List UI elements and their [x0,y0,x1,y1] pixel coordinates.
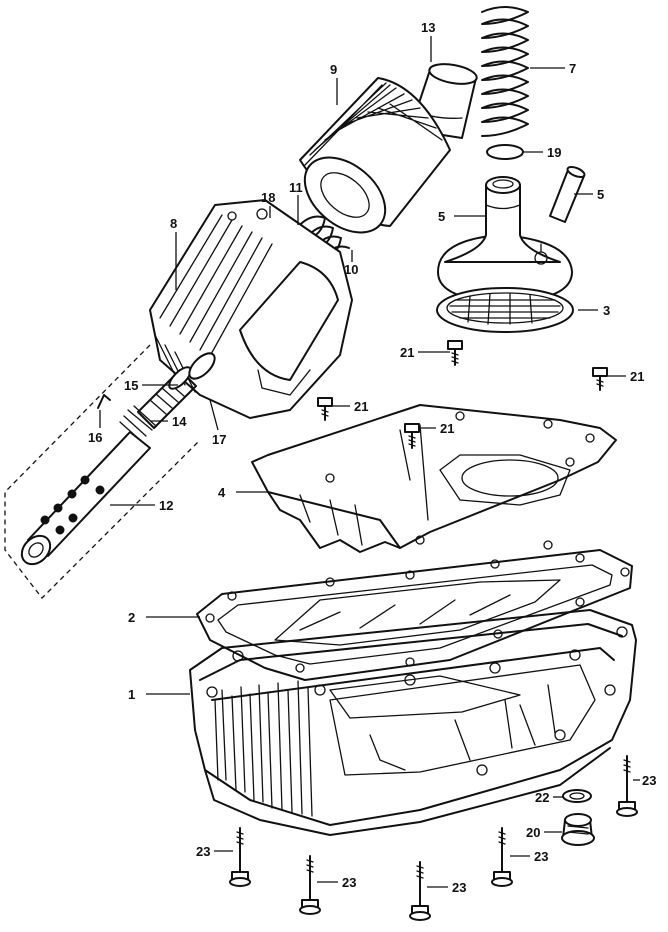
pan-gasket [196,549,633,681]
callout-14: 14 [172,414,187,429]
callout-23-b: 23 [342,875,356,890]
callout-3: 3 [603,303,610,318]
callout-19: 19 [547,145,561,160]
relief-spring [481,6,529,137]
callout-8: 8 [170,216,177,231]
callout-1: 1 [128,687,135,702]
bolts-23 [229,755,638,921]
callout-15: 15 [124,378,138,393]
callout-7: 7 [569,61,576,76]
callout-23-d: 23 [534,849,548,864]
callout-16: 16 [88,430,102,445]
callout-5-strainer: 5 [438,209,445,224]
callout-17: 17 [212,432,226,447]
callout-18: 18 [261,190,275,205]
callout-13: 13 [421,20,435,35]
leader-lines [99,36,640,888]
baffle-plate [251,404,617,553]
drain-washer-hole [569,792,585,800]
callout-11: 11 [289,180,303,195]
callout-23-e: 23 [642,773,656,788]
center-bolt [20,352,216,566]
callout-21-b: 21 [630,369,644,384]
callout-5-pin: 5 [597,187,604,202]
callout-labels: 1 2 3 4 5 5 7 8 9 10 11 12 13 14 15 16 1… [88,20,656,895]
callout-22: 22 [535,790,549,805]
drain-plug [561,813,595,846]
callout-23-c: 23 [452,880,466,895]
callout-21-d: 21 [440,421,454,436]
bolts-21 [317,340,608,449]
inlet-tube [409,63,478,139]
callout-20: 20 [526,825,540,840]
o-ring [486,144,524,160]
callout-9: 9 [330,62,337,77]
dowel-pin [549,165,586,223]
filter-element [299,77,451,234]
callout-10: 10 [344,262,358,277]
callout-4: 4 [218,485,226,500]
callout-2: 2 [128,610,135,625]
oil-strainer [436,176,574,333]
drain-washer [562,789,592,803]
split-pin [97,394,111,409]
callout-21-c: 21 [354,399,368,414]
callout-12: 12 [159,498,173,513]
callout-23-a: 23 [196,844,210,859]
assembly-boundary [4,344,201,599]
callout-21-a: 21 [400,345,414,360]
